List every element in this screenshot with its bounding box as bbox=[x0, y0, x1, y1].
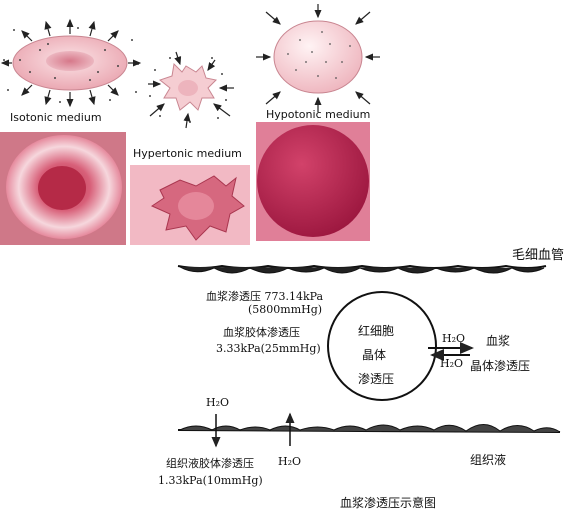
cell-label-line3: 渗透压 bbox=[358, 372, 395, 386]
tissue-colloid-line1: 组织液胶体渗透压 bbox=[166, 457, 254, 470]
red-blood-cell-circle bbox=[327, 291, 437, 401]
hypotonic-label: Hypotonic medium bbox=[266, 108, 371, 121]
crystal-osmotic-label: 晶体渗透压 bbox=[470, 359, 531, 373]
h2o-out-label: H₂O bbox=[442, 332, 466, 345]
cell-label-line2: 晶体 bbox=[362, 348, 387, 362]
plasma-label: 血浆 bbox=[486, 334, 511, 348]
hypotonic-photo bbox=[256, 122, 370, 241]
hypotonic-cell bbox=[256, 4, 380, 112]
isotonic-cell bbox=[0, 18, 142, 108]
hypertonic-label: Hypertonic medium bbox=[133, 147, 242, 160]
h2o-wall-top-label: H₂O bbox=[206, 396, 230, 409]
hypertonic-photo bbox=[130, 165, 250, 245]
tissue-colloid-line2: 1.33kPa(10mmHg) bbox=[158, 474, 263, 487]
h2o-wall-bottom-label: H₂O bbox=[278, 455, 302, 468]
capillary-wall-top bbox=[177, 264, 547, 274]
hypertonic-cell bbox=[148, 51, 234, 129]
cell-h2o-arrows bbox=[428, 342, 474, 361]
plasma-osmotic-line2: (5800mmHg) bbox=[248, 303, 323, 316]
plasma-colloid-line1: 血浆胶体渗透压 bbox=[223, 326, 300, 339]
wall-h2o-arrows bbox=[211, 412, 295, 448]
plasma-osmotic-line1: 血浆渗透压 773.14kPa bbox=[206, 290, 324, 303]
caption: 血浆渗透压示意图 bbox=[340, 496, 437, 510]
capillary-wall-bottom bbox=[177, 424, 561, 433]
tissue-fluid-label: 组织液 bbox=[470, 453, 507, 467]
plasma-colloid-line2: 3.33kPa(25mmHg) bbox=[216, 342, 321, 355]
isotonic-label: Isotonic medium bbox=[10, 111, 102, 124]
isotonic-photo bbox=[0, 132, 126, 245]
h2o-in-label: H₂O bbox=[440, 357, 464, 370]
capillary-label: 毛细血管 bbox=[512, 248, 565, 263]
cell-label-line1: 红细胞 bbox=[358, 324, 395, 338]
